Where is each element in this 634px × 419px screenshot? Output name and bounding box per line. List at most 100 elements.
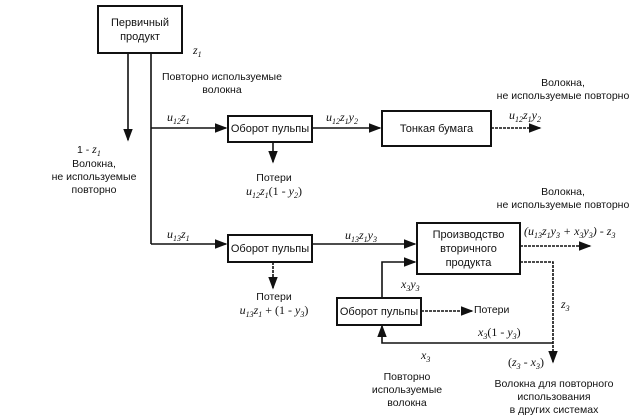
recycled-fibers-top-line1: Повторно используемые bbox=[162, 71, 282, 83]
label-losses-2: Потери u13z1 + (1 - y3) bbox=[218, 291, 330, 321]
zmx-z: z bbox=[512, 355, 517, 369]
label-not-reused-top-right: Волокна, не используемые повторно bbox=[492, 77, 634, 103]
label-u13z1y3: u13z1y3 bbox=[345, 229, 377, 246]
not-reused-left-line2: не используемые bbox=[51, 171, 137, 183]
u12z1y2-in-y: y bbox=[348, 110, 354, 124]
so-y2: y bbox=[583, 224, 589, 238]
arrow-return-to-pulp-recycle-3 bbox=[377, 324, 553, 344]
label-x3-one-minus-y3: x3(1 - y3) bbox=[478, 326, 521, 343]
so-usub: 13 bbox=[534, 231, 542, 240]
label-losses-1: Потери u12z1(1 - y2) bbox=[232, 172, 316, 202]
arrow-pulp3-to-secondary bbox=[381, 257, 417, 297]
so-u: u bbox=[528, 224, 534, 238]
l1-bsub: 1 bbox=[264, 191, 269, 200]
label-x3: x3 bbox=[421, 349, 430, 366]
l2-a: u bbox=[239, 303, 246, 317]
label-losses-3: Потери bbox=[474, 304, 510, 316]
label-u12z1y2-in: u12z1y2 bbox=[326, 111, 358, 128]
u13z1y3-z: z bbox=[359, 228, 364, 242]
box-pulp-recycle-2: Оборот пульпы bbox=[227, 234, 313, 263]
l1-dsub: 2 bbox=[294, 191, 298, 200]
l1-d: y bbox=[288, 184, 294, 198]
primary-product-line2: продукт bbox=[120, 30, 160, 43]
other-systems-line2: использования bbox=[517, 391, 591, 403]
label-x3y3: x3y3 bbox=[401, 278, 420, 295]
primary-product-line1: Первичный bbox=[111, 16, 169, 29]
z3-sub: 3 bbox=[565, 304, 570, 313]
u12z1-usub: 12 bbox=[173, 117, 181, 126]
so-x: x bbox=[574, 224, 580, 238]
u13z1y3-u: u bbox=[345, 228, 351, 242]
l2-b: z bbox=[253, 303, 259, 317]
z1-var: z bbox=[193, 43, 198, 57]
secondary-product-line2: вторичного bbox=[440, 242, 497, 255]
u13z1y3-usub: 13 bbox=[351, 235, 359, 244]
one-minus-prefix: 1 - bbox=[77, 144, 93, 156]
label-u13z1: u13z1 bbox=[167, 228, 190, 245]
label-u12z1: u12z1 bbox=[167, 111, 190, 128]
u13z1-zsub: 1 bbox=[185, 234, 190, 243]
so-close: ) - bbox=[592, 224, 607, 238]
u12z1y2-in-zsub: 1 bbox=[344, 117, 349, 126]
not-reused-top-right-line1: Волокна, bbox=[541, 77, 585, 89]
label-z1: z1 bbox=[193, 44, 202, 61]
box-secondary-product: Производство вторичного продукта bbox=[416, 222, 521, 275]
u12z1y2-out-z: z bbox=[523, 108, 528, 122]
u13z1-usub: 13 bbox=[173, 234, 181, 243]
recycled-bottom-line1: Повторно bbox=[383, 371, 431, 383]
l2-c: + (1 - bbox=[262, 303, 296, 317]
u13z1-z: z bbox=[181, 227, 186, 241]
box-pulp-recycle-1: Оборот пульпы bbox=[227, 115, 313, 143]
not-reused-mid-right-line2: не используемые повторно bbox=[496, 199, 630, 211]
u12z1y2-out-y: y bbox=[531, 108, 537, 122]
u13z1y3-ysub: 3 bbox=[373, 235, 377, 244]
pulp-recycle-2-label: Оборот пульпы bbox=[230, 242, 310, 255]
label-one-minus-z1: 1 - z1 bbox=[77, 143, 101, 160]
one-minus-sub: 1 bbox=[96, 149, 101, 158]
so-plus: + bbox=[560, 224, 575, 238]
so-y2sub: 3 bbox=[588, 231, 593, 240]
x3y3-xsub: 3 bbox=[406, 284, 411, 293]
l2-bsub: 1 bbox=[258, 310, 263, 319]
l1-c: (1 - bbox=[268, 184, 289, 198]
label-recycled-fibers-bottom: Повторно используемые волокна bbox=[362, 371, 452, 410]
xomy-x: x bbox=[478, 325, 484, 339]
pulp-recycle-3-label: Оборот пульпы bbox=[339, 305, 419, 318]
zmx-mid: - bbox=[520, 355, 531, 369]
so-z3sub: 3 bbox=[611, 231, 616, 240]
xomy-end: ) bbox=[516, 325, 521, 339]
so-y: y bbox=[550, 224, 556, 238]
z1-sub: 1 bbox=[197, 50, 202, 59]
u12z1y2-out-usub: 12 bbox=[515, 115, 523, 124]
x3y3-x: x bbox=[401, 277, 407, 291]
recycled-fibers-top-line2: волокна bbox=[202, 84, 242, 96]
tissue-paper-label: Тонкая бумага bbox=[399, 122, 474, 135]
label-z3: z3 bbox=[561, 298, 570, 315]
secondary-product-line1: Производство bbox=[432, 228, 505, 241]
u12z1y2-in-ysub: 2 bbox=[354, 117, 358, 126]
so-open: ( bbox=[524, 224, 528, 238]
secondary-product-line3: продукта bbox=[445, 256, 492, 269]
u12z1-z: z bbox=[181, 110, 186, 124]
other-systems-line1: Волокна для повторного bbox=[494, 378, 614, 390]
label-u12z1y2-out: u12z1y2 bbox=[509, 109, 541, 126]
u12z1-u: u bbox=[167, 110, 173, 124]
so-ysub: 3 bbox=[556, 231, 560, 240]
l1-a: u bbox=[246, 184, 252, 198]
u13z1-u: u bbox=[167, 227, 173, 241]
label-not-reused-mid-right: Волокна, не используемые повторно bbox=[492, 186, 634, 212]
u12z1y2-in-z: z bbox=[340, 110, 345, 124]
box-pulp-recycle-3: Оборот пульпы bbox=[336, 297, 422, 326]
so-zsub: 1 bbox=[546, 231, 551, 240]
l2-asub: 13 bbox=[245, 310, 254, 319]
one-minus-var: z bbox=[92, 142, 97, 156]
u12z1y2-out-zsub: 1 bbox=[527, 115, 532, 124]
recycled-bottom-line2: используемые bbox=[371, 384, 443, 396]
l1-e: ) bbox=[298, 184, 302, 198]
so-z3: z bbox=[606, 224, 612, 238]
losses-1-title: Потери bbox=[256, 172, 292, 184]
x3y3-ysub: 3 bbox=[415, 284, 420, 293]
zmx-open: ( bbox=[508, 355, 512, 369]
so-z: z bbox=[542, 224, 547, 238]
